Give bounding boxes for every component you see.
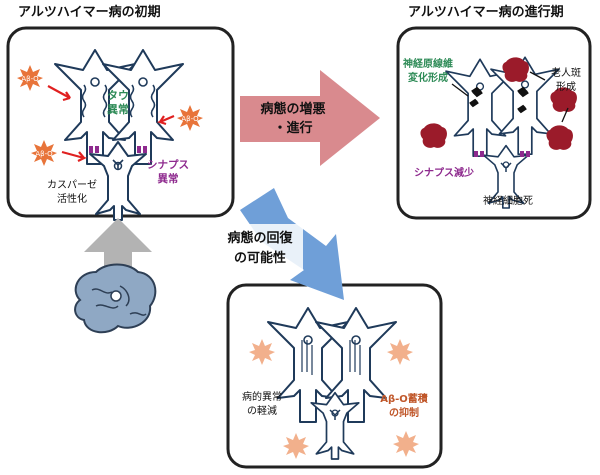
nft-label: 神経原線維 xyxy=(403,57,453,70)
caspase-label: カスパーゼ xyxy=(47,179,97,191)
progression-label: 病態の増悪 xyxy=(260,101,325,117)
early-stage-title: アルツハイマー病の初期 xyxy=(18,4,161,20)
synapse-y-icon xyxy=(112,159,124,170)
nft-label: 変化形成 xyxy=(408,71,448,84)
tau-squiggle xyxy=(129,84,135,118)
synapse-y-icon xyxy=(500,162,512,172)
attack-arrow xyxy=(47,85,71,102)
synapse-icon xyxy=(89,146,147,153)
synapse-y-icon xyxy=(329,409,341,420)
recovery-label-bg xyxy=(215,224,303,270)
microtubule-lines xyxy=(301,340,361,375)
tangle-icon xyxy=(517,86,529,114)
advanced-stage-title: アルツハイマー病の進行期 xyxy=(408,4,564,20)
tau-squiggle xyxy=(81,84,87,118)
synapse-icon xyxy=(474,151,530,157)
brain-icon xyxy=(74,263,157,334)
abeta-label: Aβ-O xyxy=(181,115,199,123)
pointer-arrow xyxy=(529,71,546,81)
synapse-abnormal-label: 異常 xyxy=(158,172,179,185)
mitigation-label: の軽減 xyxy=(247,404,277,417)
progression-label: ・進行 xyxy=(273,120,312,136)
mitigation-label: 病的異常 xyxy=(242,390,282,403)
recovery-arrow-label: の可能性 xyxy=(234,250,286,266)
abeta-label: Aβ-O xyxy=(21,75,39,83)
attack-arrow xyxy=(156,114,175,126)
pointer-arrow xyxy=(451,83,469,97)
abeta-label: Aβ-O xyxy=(35,150,53,158)
tangle-icon xyxy=(469,86,483,108)
plaque-label: 老人斑 xyxy=(551,66,581,79)
neuron-death-label: 神経細胞死 xyxy=(483,194,533,207)
tau-label: 異常 xyxy=(107,102,129,116)
synapse-loss-label: シナプス減少 xyxy=(414,166,474,179)
tau-squiggle xyxy=(102,84,108,118)
synapse-abnormal-label: シナプス xyxy=(147,158,189,171)
tau-label: タウ xyxy=(107,89,129,102)
pointer-arrow xyxy=(561,107,569,123)
tau-squiggle xyxy=(150,84,156,118)
progression-arrow xyxy=(240,70,380,166)
plaque-label: 形成 xyxy=(556,81,576,93)
recovery-arrow-label: 病態の回復 xyxy=(227,230,293,246)
attack-arrow xyxy=(61,150,88,162)
suppression-label: の抑制 xyxy=(389,406,419,419)
suppression-label: Aβ-O蓄積 xyxy=(380,392,429,405)
caspase-label: 活性化 xyxy=(57,192,87,205)
up-arrow xyxy=(84,218,152,278)
